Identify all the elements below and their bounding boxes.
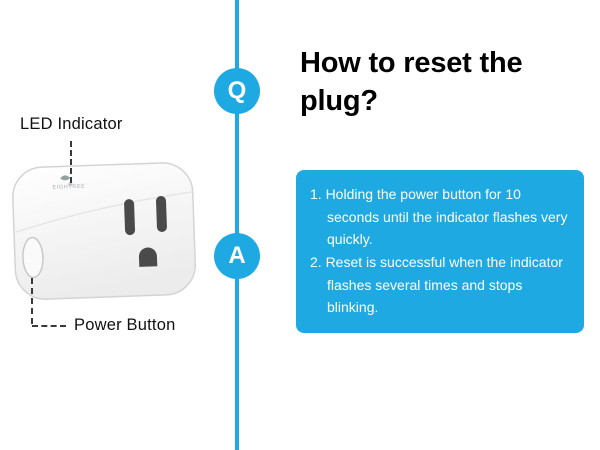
brand-logo-icon	[60, 175, 71, 181]
answer-step: 1. Holding the power button for 10 secon…	[310, 186, 568, 248]
led-indicator-label: LED Indicator	[20, 115, 123, 133]
led-dot	[68, 181, 73, 187]
power-button-label: Power Button	[74, 316, 176, 334]
outlet-slot-right	[156, 196, 167, 233]
power-button-shape	[22, 236, 44, 279]
plug-top-edge	[15, 191, 193, 233]
divider-line	[235, 0, 239, 450]
question-badge-label: Q	[227, 77, 247, 104]
led-callout-line	[70, 141, 72, 183]
question-badge: Q	[214, 68, 260, 114]
ground-hole	[138, 247, 158, 267]
plug-body	[12, 162, 197, 300]
power-callout-line-horizontal	[32, 325, 66, 327]
answer-badge-label: A	[228, 242, 246, 269]
outlet-slot-left	[124, 199, 136, 236]
page-title: How to reset the plug?	[300, 47, 523, 118]
answer-badge: A	[214, 233, 260, 279]
brand-logo-text: EIGHTREE	[52, 184, 85, 191]
answer-step: 2. Reset is successful when the indicato…	[310, 254, 563, 316]
smart-plug-illustration: EIGHTREE	[12, 162, 197, 300]
power-callout-line-vertical	[31, 278, 33, 324]
answer-box: 1. Holding the power button for 10 secon…	[296, 170, 584, 334]
